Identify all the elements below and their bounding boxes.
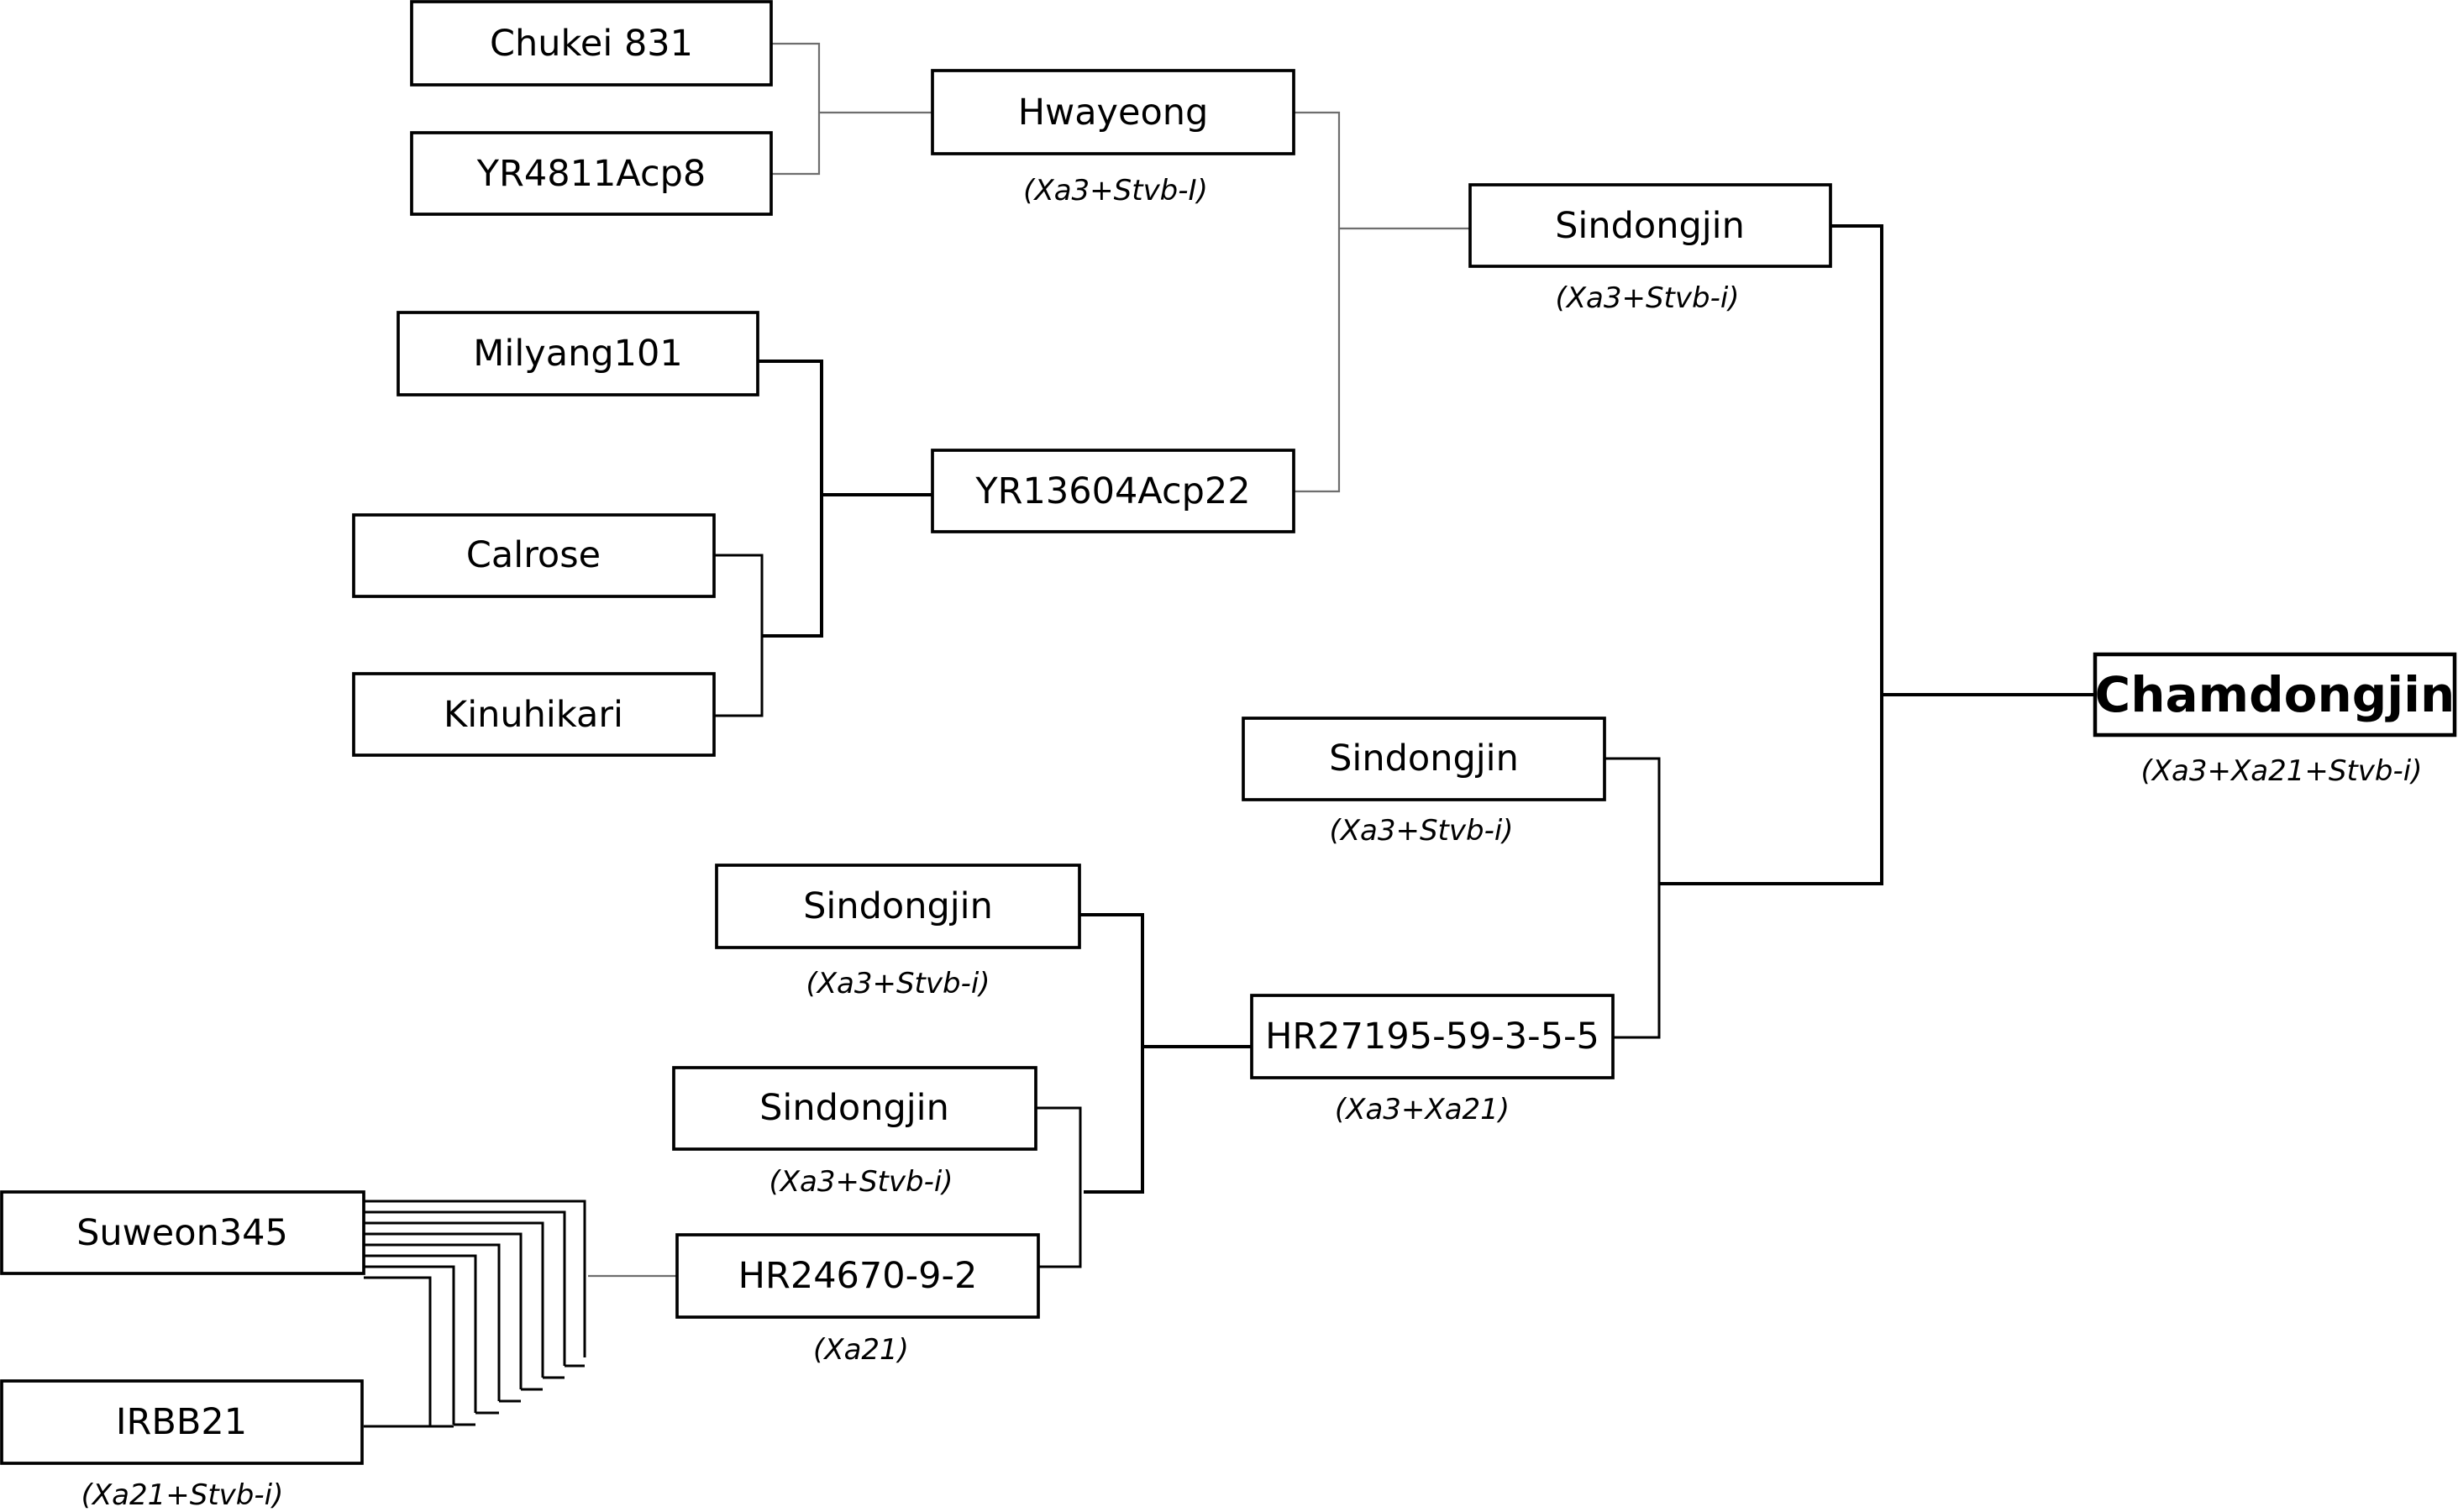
link-sindongjin-hr24670-cross (1079, 913, 1252, 1194)
gene-annotation: (Xa3+Stvb-I) (1023, 174, 1208, 207)
node-chukei-831: Chukei 831 (410, 0, 773, 87)
node-label: Sindongjin (803, 885, 993, 927)
link-to-chamdongjin (1659, 224, 2095, 885)
link-sindongjin-hr27195 (1605, 757, 1661, 1039)
gene-annotation: (Xa21) (813, 1333, 909, 1367)
node-label: HR27195-59-3-5-5 (1265, 1016, 1599, 1058)
link-milyang-cross (758, 360, 932, 638)
node-label: Hwayeong (1018, 92, 1209, 134)
node-label: Chukei 831 (490, 23, 693, 65)
node-label: Milyang101 (473, 333, 682, 375)
link-suweon-irbb21-backcross (364, 1200, 586, 1428)
node-label: Sindongjin (1555, 205, 1745, 247)
node-label: Kinuhikari (444, 694, 623, 736)
node-chamdongjin: Chamdongjin (Xa3+Xa21+Stvb-i) (2093, 652, 2457, 788)
link-sindongjin-b-hr24670 (1036, 1106, 1082, 1268)
gene-annotation: (Xa3+Stvb-i) (769, 1165, 953, 1199)
gene-annotation: (Xa3+Stvb-i) (1555, 281, 1739, 315)
node-hr24670: HR24670-9-2 (Xa21) (675, 1233, 1040, 1367)
node-calrose: Calrose (352, 513, 716, 598)
gene-annotation: (Xa3+Xa21) (1335, 1093, 1510, 1126)
node-label: YR4811Acp8 (476, 153, 706, 195)
node-irbb21: IRBB21 (Xa21+Stvb-i) (0, 1379, 364, 1512)
node-label: HR24670-9-2 (738, 1255, 978, 1297)
gene-annotation: (Xa3+Stvb-i) (1329, 814, 1513, 848)
node-milyang101: Milyang101 (397, 311, 759, 396)
node-yr13604acp22: YR13604Acp22 (931, 449, 1295, 533)
node-yr4811acp8: YR4811Acp8 (410, 131, 773, 216)
node-sindongjin-top: Sindongjin (Xa3+Stvb-i) (1468, 183, 1832, 315)
gene-annotation: (Xa3+Stvb-i) (806, 967, 990, 1000)
node-sindongjin-b: Sindongjin (Xa3+Stvb-i) (672, 1066, 1037, 1199)
gene-annotation: (Xa3+Xa21+Stvb-i) (2141, 754, 2423, 788)
gene-annotation: (Xa21+Stvb-i) (81, 1478, 284, 1512)
node-kinuhikari: Kinuhikari (352, 672, 716, 757)
node-label: Suweon345 (76, 1212, 288, 1254)
node-label: Chamdongjin (2095, 666, 2455, 723)
node-suweon345: Suweon345 (0, 1190, 365, 1275)
link-hwayeong-yr13604 (1294, 111, 1470, 493)
node-hr27195: HR27195-59-3-5-5 (Xa3+Xa21) (1250, 994, 1615, 1126)
node-sindongjin-mid: Sindongjin (Xa3+Stvb-i) (1242, 717, 1606, 848)
cross-connectors (364, 42, 2095, 1428)
link-chukei-yr4811 (771, 42, 932, 176)
node-sindongjin-a: Sindongjin (Xa3+Stvb-i) (715, 864, 1081, 1000)
node-label: YR13604Acp22 (974, 470, 1250, 512)
node-label: Calrose (466, 534, 601, 576)
node-hwayeong: Hwayeong (Xa3+Stvb-I) (931, 69, 1295, 207)
node-label: Sindongjin (1329, 738, 1519, 780)
node-label: Sindongjin (759, 1087, 949, 1129)
node-label: IRBB21 (116, 1401, 247, 1443)
link-calrose-kinuhikari (714, 554, 764, 717)
